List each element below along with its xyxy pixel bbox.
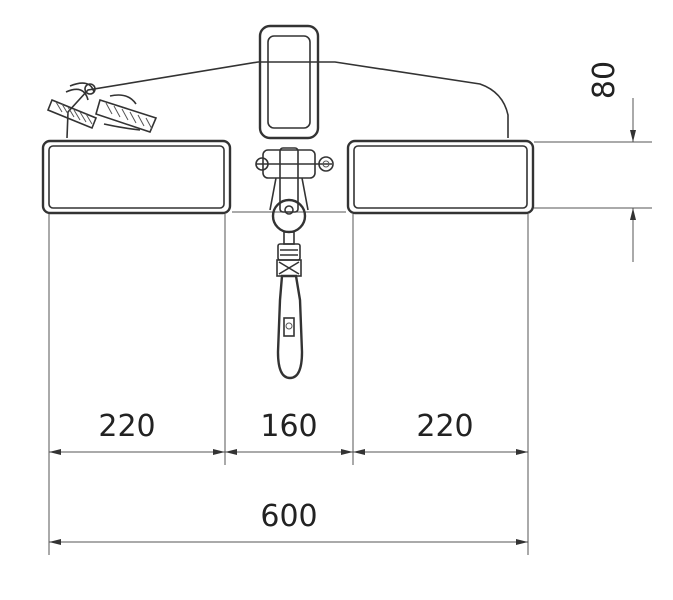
dimension-center-gap: 160 [260,409,317,444]
dimension-row-total: 600 [49,499,528,545]
right-fork-pocket [346,139,535,215]
dimension-fork-height: 80 [587,61,622,99]
dimension-left-fork: 220 [98,409,155,444]
lifting-eye [258,24,320,140]
shackle-pin [255,147,334,213]
fixing-screws [46,82,158,133]
dimension-total-width: 600 [260,499,317,534]
dimension-row-segments: 220 160 220 [49,409,528,455]
dimension-height: 80 [587,61,636,262]
swivel-hook [271,198,307,380]
left-fork-pocket [41,139,232,215]
dimension-right-fork: 220 [416,409,473,444]
extension-lines [48,141,652,555]
